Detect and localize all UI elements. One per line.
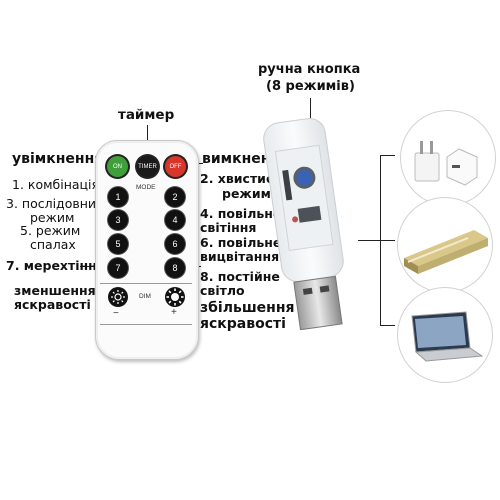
label-mode-2-line2: режим (222, 186, 271, 201)
device-bracket-top (380, 155, 395, 156)
device-bracket-bottom (380, 325, 395, 326)
manual-button-caption-line1: ручна кнопка (258, 62, 361, 77)
mode-4-button[interactable]: 4 (165, 210, 185, 230)
off-button[interactable]: OFF (165, 156, 186, 177)
label-mode-3-line1: 3. послідовний (6, 196, 105, 211)
dim-plus: + (171, 307, 177, 318)
mode-label: MODE (136, 184, 156, 191)
label-mode-3-line2: режим (30, 210, 75, 225)
label-mode-4-line2: світіння (200, 220, 257, 235)
sun-dim-down-icon (111, 290, 125, 304)
label-dim-up-line1: збільшення (200, 300, 295, 316)
label-mode-5-line1: 5. режим (20, 223, 81, 238)
device-bracket-mid (380, 240, 395, 241)
label-mode-4-line1: 4. повільне (200, 206, 282, 221)
label-mode-6-line1: 6. повільне (200, 235, 282, 250)
mode-3-button[interactable]: 3 (108, 210, 128, 230)
label-dim-down-line1: зменшення (14, 283, 96, 298)
dim-up-button[interactable] (165, 287, 185, 307)
usb-wall-adapter-icon (414, 141, 478, 186)
mode-2-button[interactable]: 2 (165, 187, 185, 207)
dim-down-button[interactable] (108, 287, 128, 307)
timer-caption: таймер (118, 107, 175, 123)
mode-1-button[interactable]: 1 (108, 187, 128, 207)
laptop-icon (411, 311, 484, 362)
label-turn-on: увімкнення (12, 151, 104, 167)
label-mode-1: 1. комбінація (12, 177, 100, 192)
device-pointer-line (358, 240, 380, 241)
sun-dim-up-icon (166, 288, 184, 306)
label-mode-7: 7. мерехтіння (6, 258, 105, 273)
manual-button-caption-line2: (8 режимів) (266, 79, 355, 94)
usb-controller-image (263, 118, 344, 330)
label-mode-8-line1: 8. постійне (200, 269, 280, 284)
label-mode-6-line2: вицвітання (200, 249, 280, 264)
label-mode-5-line2: спалах (30, 237, 76, 252)
laptop-circle (397, 287, 493, 383)
on-button[interactable]: ON (107, 156, 128, 177)
mode-5-button[interactable]: 5 (108, 234, 128, 254)
usb-wall-adapter-circle (400, 110, 496, 206)
power-bank-circle (397, 197, 493, 293)
mode-6-button[interactable]: 6 (165, 234, 185, 254)
label-mode-8-line2: світло (200, 283, 245, 298)
timer-button[interactable]: TIMER (137, 156, 158, 177)
label-dim-up-line2: яскравості (200, 316, 286, 332)
label-dim-down-line2: яскравості (14, 297, 91, 312)
mode-7-button[interactable]: 7 (108, 258, 128, 278)
power-bank-icon (404, 230, 488, 274)
dim-minus: − (113, 308, 119, 319)
mode-8-button[interactable]: 8 (165, 258, 185, 278)
dim-label: DIM (139, 293, 151, 300)
dim-panel (100, 283, 192, 325)
